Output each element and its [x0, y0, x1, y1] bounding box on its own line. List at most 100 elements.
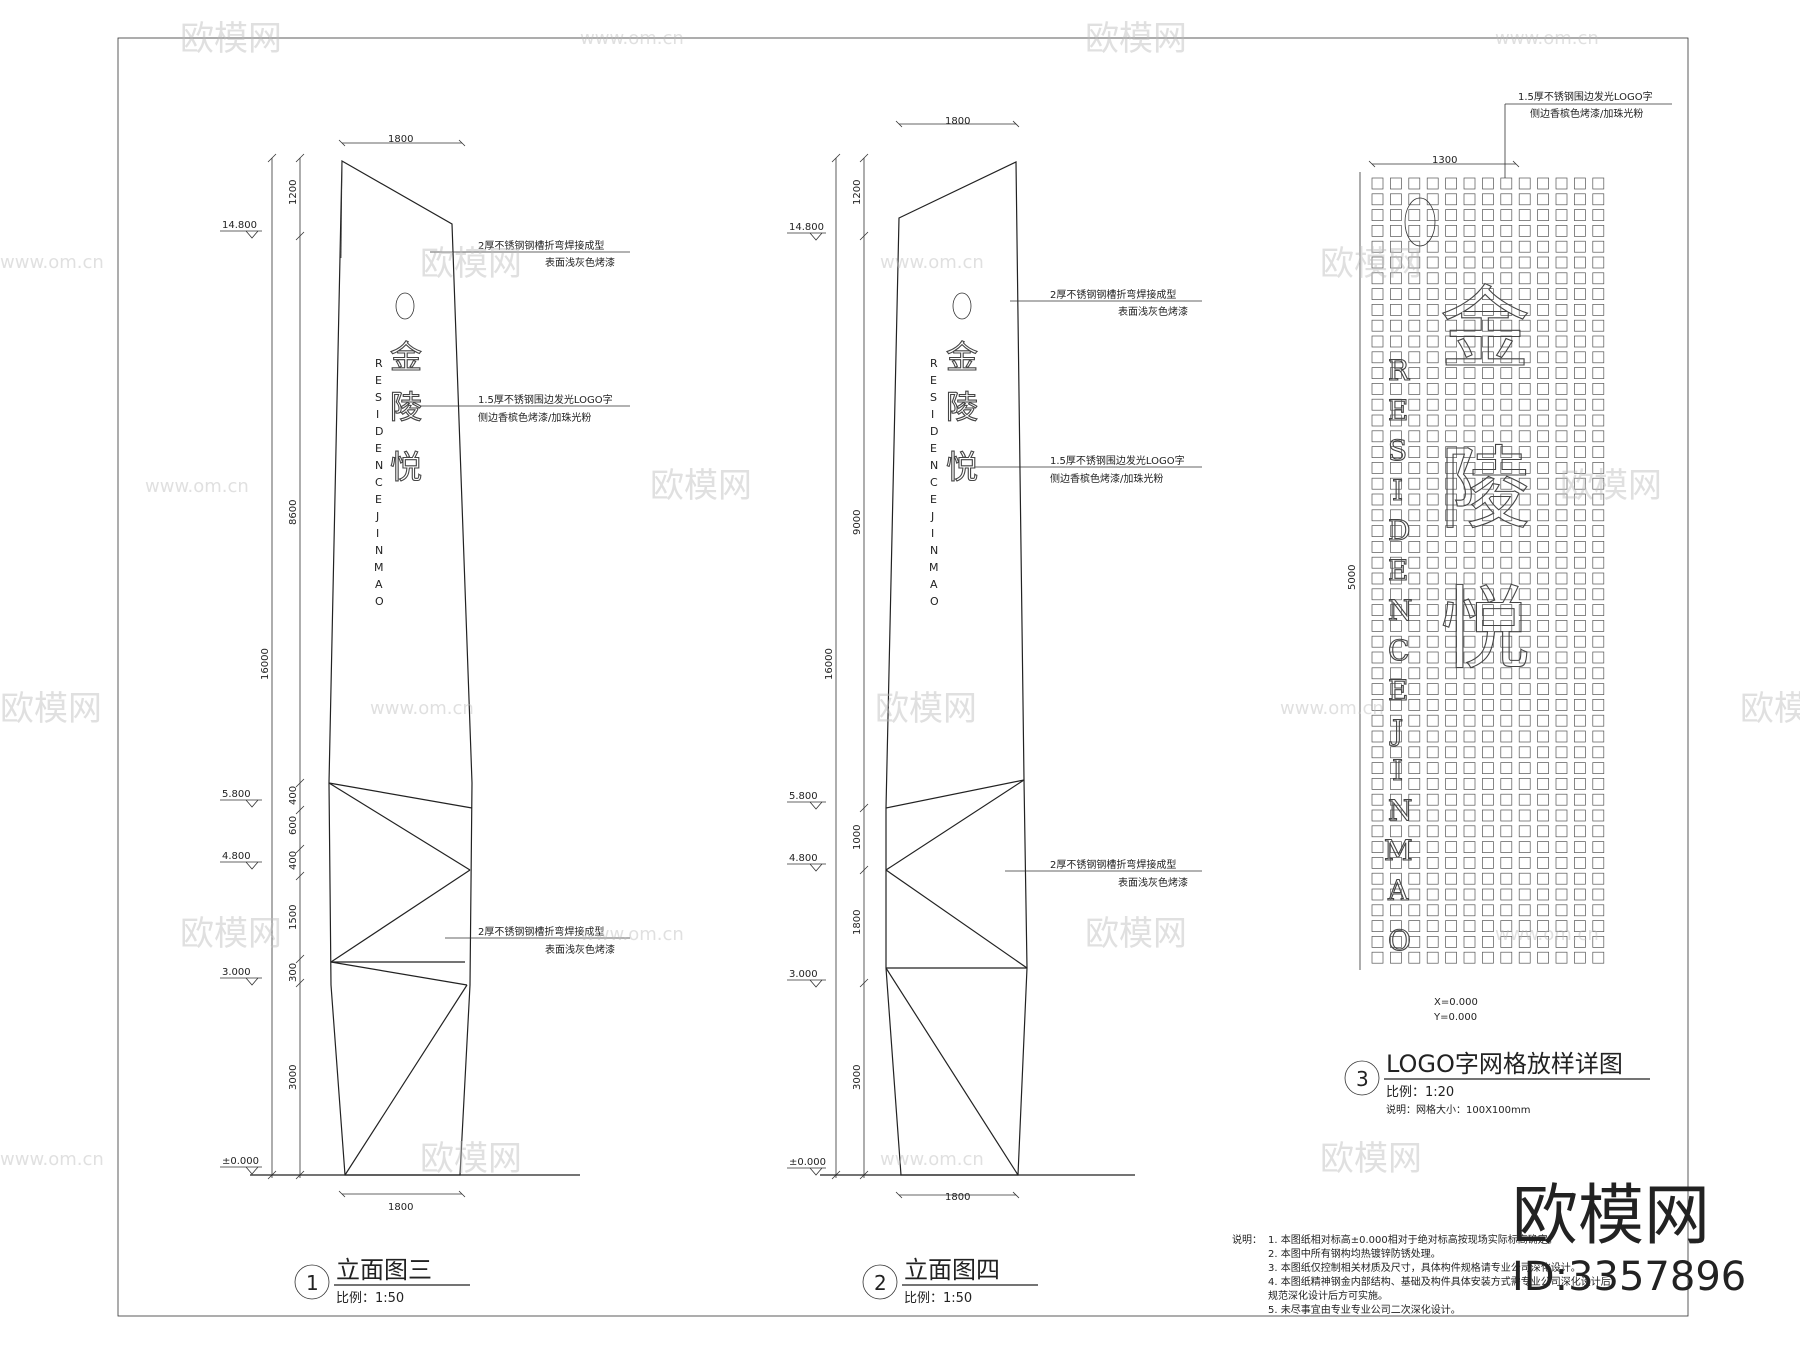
- grid-cell: [1592, 904, 1605, 917]
- grid-cell: [1371, 193, 1384, 206]
- logo-char-3-4: 悦: [946, 448, 978, 486]
- grid-cell: [1426, 493, 1439, 506]
- grid-number-circle: [1344, 1060, 1380, 1096]
- grid-cell: [1574, 604, 1586, 616]
- grid-cell: [1592, 319, 1605, 332]
- grid-cell: [1463, 620, 1476, 632]
- grid-cell: [1500, 462, 1513, 474]
- grid-cell: [1592, 272, 1605, 285]
- grid-cell: [1371, 256, 1384, 269]
- svg-text:M: M: [929, 561, 939, 574]
- grid-cell: [1518, 272, 1531, 285]
- dim-top-width-3: 1800: [388, 134, 413, 145]
- dim-1800-4: 1800: [852, 910, 863, 935]
- grid-cell: [1445, 888, 1457, 901]
- grid-cell: [1500, 446, 1513, 458]
- grid-cell: [1574, 225, 1586, 237]
- grid-cell: [1555, 556, 1568, 569]
- grid-cell: [1408, 809, 1421, 822]
- grid-cell: [1445, 635, 1457, 648]
- grid-cell: [1463, 288, 1476, 300]
- grid-cell: [1500, 193, 1513, 206]
- grid-cell: [1555, 667, 1568, 680]
- grid-cell: [1518, 778, 1531, 790]
- grid-cell: [1390, 414, 1402, 427]
- grid-cell: [1592, 256, 1605, 269]
- grid-cell: [1390, 762, 1402, 774]
- grid-cell: [1555, 493, 1568, 506]
- grid-cell: [1445, 319, 1457, 332]
- svg-text:A: A: [1387, 874, 1409, 907]
- grid-logo-letters: R E S I D E N C E J I N M A O: [1383, 353, 1413, 957]
- note-item-4: 4. 本图纸精神钢金内部结构、基础及构件具体安装方式需专业公司深化设计后: [1268, 1275, 1611, 1288]
- grid-cell: [1574, 635, 1586, 648]
- grid-cell: [1426, 193, 1439, 206]
- grid-cell: [1574, 620, 1586, 632]
- grid-cell: [1592, 825, 1605, 838]
- elevation-3-scale: 比例：1:50: [336, 1291, 404, 1306]
- grid-cell: [1592, 240, 1605, 253]
- grid-cell: [1518, 888, 1531, 901]
- grid-cell: [1390, 936, 1402, 948]
- grid-cell: [1445, 809, 1457, 822]
- grid-cell: [1482, 525, 1494, 537]
- svg-text:欧模网: 欧模网: [0, 689, 102, 729]
- grid-cell: [1574, 872, 1586, 885]
- dim-400a-3: 400: [288, 786, 299, 805]
- grid-cell: [1371, 730, 1384, 743]
- grid-cell: [1537, 556, 1549, 569]
- grid-cell: [1500, 620, 1513, 632]
- svg-text:E: E: [1388, 394, 1408, 427]
- grid-cell: [1482, 904, 1494, 917]
- grid-cell: [1390, 730, 1402, 743]
- grid-cell: [1500, 493, 1513, 506]
- grid-cell: [1574, 462, 1586, 474]
- grid-cell: [1390, 651, 1402, 664]
- grid-cell: [1426, 857, 1439, 869]
- grid-cell: [1537, 525, 1549, 537]
- svg-text:I: I: [376, 408, 379, 421]
- grid-cell: [1426, 904, 1439, 917]
- grid-cell: [1371, 304, 1384, 316]
- grid-cell: [1518, 730, 1531, 743]
- grid-cell: [1537, 351, 1549, 364]
- grid-cell: [1445, 493, 1457, 506]
- grid-cell: [1390, 541, 1402, 553]
- grid-cells: [1371, 177, 1605, 964]
- grid-cell: [1555, 872, 1568, 885]
- grid-cell: [1408, 272, 1421, 285]
- grid-cell: [1445, 936, 1457, 948]
- grid-cell: [1445, 351, 1457, 364]
- grid-cell: [1371, 667, 1384, 680]
- grid-cell: [1537, 920, 1549, 932]
- grid-cell: [1500, 857, 1513, 869]
- svg-text:N: N: [1388, 594, 1413, 627]
- grid-cell: [1426, 667, 1439, 680]
- dim-1200-3: 1200: [288, 180, 299, 205]
- grid-cell: [1463, 541, 1476, 553]
- grid-cell: [1555, 572, 1568, 585]
- grid-cell: [1445, 920, 1457, 932]
- grid-cell: [1555, 746, 1568, 759]
- svg-text:欧模网: 欧模网: [1320, 1139, 1422, 1179]
- grid-cell: [1482, 319, 1494, 332]
- grid-cell: [1445, 383, 1457, 395]
- grid-cell: [1371, 651, 1384, 664]
- grid-cell: [1408, 367, 1421, 379]
- grid-cell: [1463, 351, 1476, 364]
- grid-cell: [1500, 335, 1513, 348]
- grid-cell: [1445, 793, 1457, 806]
- grid-cell: [1445, 857, 1457, 869]
- grid-cell: [1500, 477, 1513, 490]
- grid-cell: [1518, 699, 1531, 711]
- grid-cell: [1463, 525, 1476, 537]
- svg-text:欧模网: 欧模网: [420, 1139, 522, 1179]
- grid-cell: [1555, 888, 1568, 901]
- grid-cell: [1574, 556, 1586, 569]
- grid-cell: [1408, 430, 1421, 443]
- grid-cell: [1463, 651, 1476, 664]
- svg-text:D: D: [1388, 514, 1410, 547]
- grid-cell: [1371, 272, 1384, 285]
- grid-cell: [1537, 604, 1549, 616]
- grid-cell: [1500, 351, 1513, 364]
